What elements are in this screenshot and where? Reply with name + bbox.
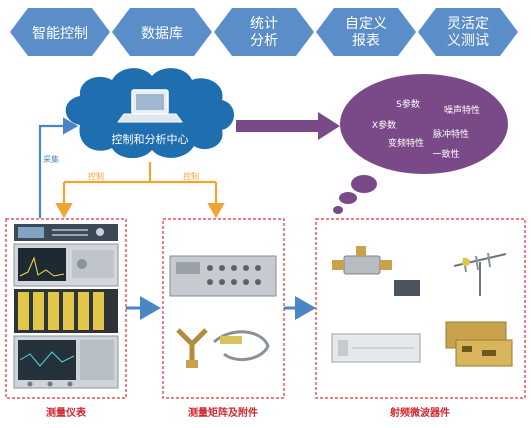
instrument-rack-icon [13, 224, 119, 389]
top-feature-bar: 智能控制 数据库 统计分析 自定义报表 灵活定义测试 [10, 8, 518, 56]
bubble-item-noise: 噪声特性 [444, 104, 480, 116]
feature-label-line: 报表 [352, 33, 380, 49]
feature-hex-statistics: 统计分析 [214, 8, 314, 56]
bubble-item-pulse: 脉冲特性 [433, 128, 469, 140]
feature-label-line: 义测试 [447, 33, 489, 49]
switch-matrix-icon [169, 255, 277, 368]
feature-label: 统计分析 [250, 16, 278, 49]
feature-label: 灵活定义测试 [447, 16, 489, 49]
group-switch-matrix: 测量矩阵及附件 [162, 218, 285, 419]
rf-device-icon [331, 246, 513, 367]
bubble-item-x-param: X参数 [372, 119, 396, 131]
feature-label: 数据库 [141, 26, 183, 42]
feature-hex-custom-report: 自定义报表 [316, 8, 416, 56]
control-label-right: 控制 [183, 171, 199, 181]
group-rf-devices: 射频微波器件 [315, 218, 526, 419]
bubble-item-consistency: 一致性 [432, 148, 459, 160]
bubble-item-conversion: 变频特性 [388, 137, 424, 149]
feature-hex-database: 数据库 [112, 8, 212, 56]
control-center-cloud: 控制和分析中心 [65, 68, 234, 159]
feature-label-line: 灵活定 [447, 16, 489, 32]
test-capability-bubble: S参数 噪声特性 X参数 脉冲特性 变频特性 一致性 [333, 74, 508, 214]
group-label-switch-matrix: 测量矩阵及附件 [188, 406, 258, 419]
feature-label: 智能控制 [32, 26, 88, 42]
bubble-item-s-param: S参数 [396, 98, 420, 110]
feature-label: 自定义报表 [345, 16, 387, 49]
group-instruments: 测量仪表 [5, 218, 127, 419]
feature-label-line: 自定义 [345, 16, 387, 32]
feature-hex-smart-control: 智能控制 [10, 8, 110, 56]
collect-connector [38, 117, 79, 218]
collect-label: 采集 [43, 154, 59, 164]
control-label-left: 控制 [88, 171, 104, 181]
output-arrow [236, 112, 340, 140]
feature-label-line: 分析 [250, 33, 278, 49]
feature-hex-flexible-test: 灵活定义测试 [418, 8, 518, 56]
group-label-instruments: 测量仪表 [46, 406, 87, 419]
control-connectors [55, 162, 225, 219]
cloud-label: 控制和分析中心 [112, 132, 189, 146]
group-label-rf-devices: 射频微波器件 [389, 406, 450, 419]
feature-label-line: 统计 [250, 16, 278, 32]
laptop-icon [117, 89, 183, 123]
